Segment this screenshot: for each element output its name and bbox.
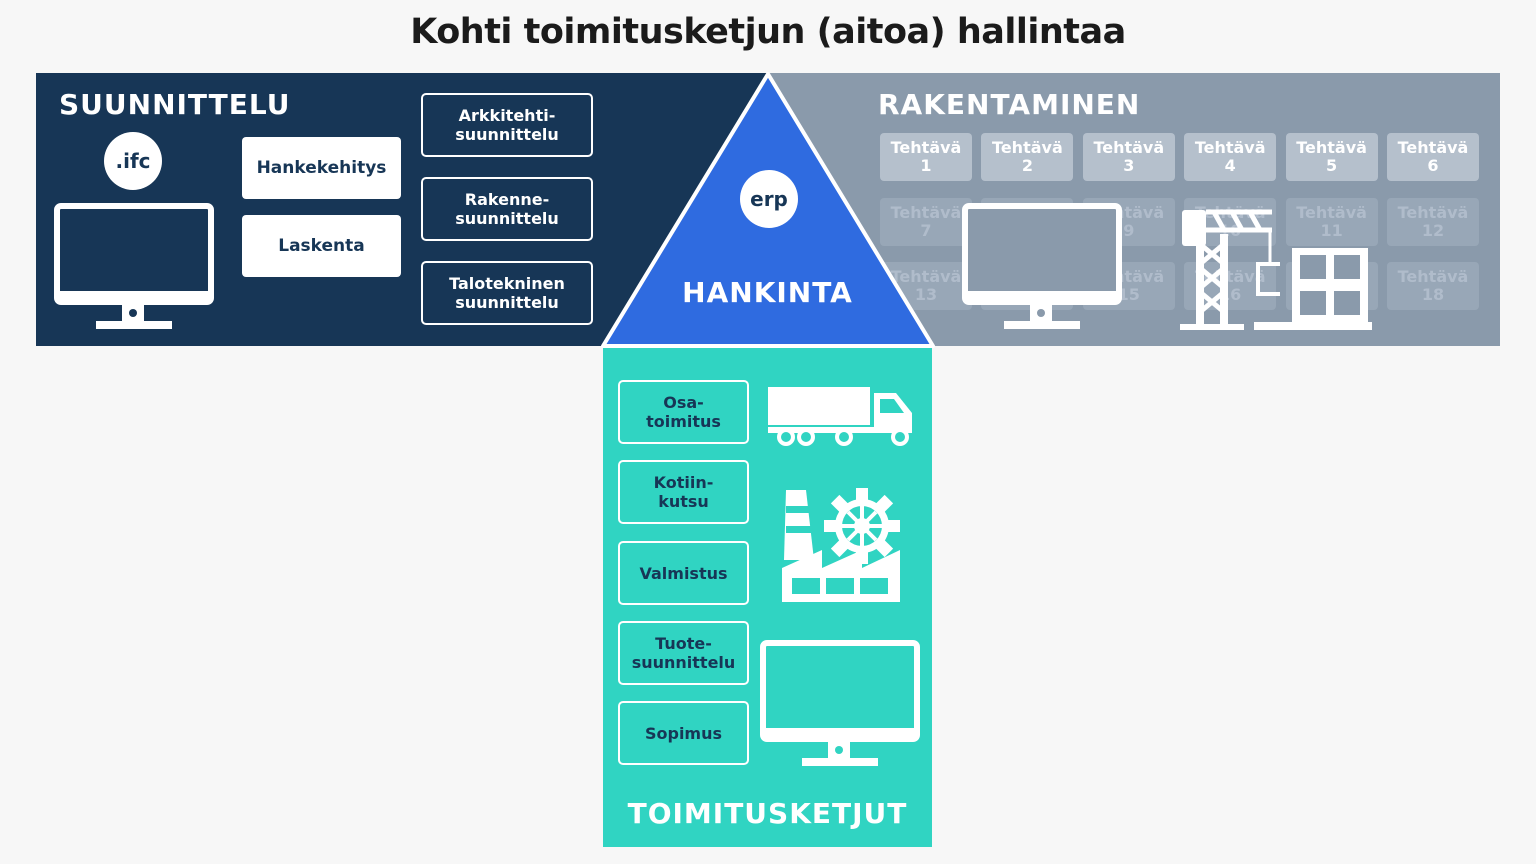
laskenta-box: Laskenta [242,215,401,277]
monitor-icon [760,640,920,766]
task-number: 6 [1427,156,1439,175]
crane-icon [1180,209,1280,330]
task-word: Tehtävä [1194,138,1266,157]
task-word: Tehtävä [890,267,962,286]
task-number: 9 [1123,220,1135,240]
rakentaminen-label: RAKENTAMINEN [878,88,1141,121]
erp-badge: erp [740,170,798,228]
monitor-icon [54,203,214,329]
task-number: 1 [920,156,932,175]
rakennesuunnittelu-box: Rakenne- suunnittelu [421,177,593,241]
task-word: Tehtävä [890,138,962,157]
task-number: 5 [1326,156,1338,175]
toimitusketjut-label: TOIMITUSKETJUT [627,797,908,830]
monitor-icon [962,203,1122,329]
task-number: 2 [1021,156,1033,175]
task-number: 13 [914,285,938,304]
talotekninen-suunnittelu-box: Talotekninen suunnittelu [421,261,593,325]
task-number: 11 [1320,220,1343,240]
task-number: 4 [1224,156,1236,175]
task-word: Tehtävä [1397,202,1469,222]
task-word: Tehtävä [992,138,1063,157]
suunnittelu-label: SUUNNITTELU [59,88,291,121]
hankinta-label: HANKINTA [682,276,853,309]
task-number: 12 [1421,220,1445,240]
valmistus-box: Valmistus [618,541,749,605]
sopimus-box: Sopimus [618,701,749,765]
hankekehitys-box: Hankekehitys [242,137,401,199]
boxes-icon [1254,248,1372,330]
task-word: Tehtävä [1397,138,1469,157]
gear-icon [824,488,900,564]
arkkitehtisuunnittelu-box: Arkkitehti- suunnittelu [421,93,593,157]
ifc-badge: .ifc [104,132,162,190]
task-number: 7 [920,220,932,240]
factory-icon [782,490,900,602]
task-word: Tehtävä [890,202,962,222]
kotiinkutsu-box: Kotiin- kutsu [618,460,749,524]
task-number: 3 [1123,156,1135,175]
truck-icon [768,387,912,446]
task-number: 15 [1117,285,1140,304]
task-word: Tehtävä [1397,267,1469,286]
osatoimitus-box: Osa- toimitus [618,380,749,444]
task-number: 18 [1421,285,1445,304]
page-title: Kohti toimitusketjun (aitoa) hallintaa [410,12,1126,52]
task-word: Tehtävä [1296,202,1367,222]
task-word: Tehtävä [1296,138,1367,157]
tuotesuunnittelu-box: Tuote- suunnittelu [618,621,749,685]
task-word: Tehtävä [1093,138,1165,157]
